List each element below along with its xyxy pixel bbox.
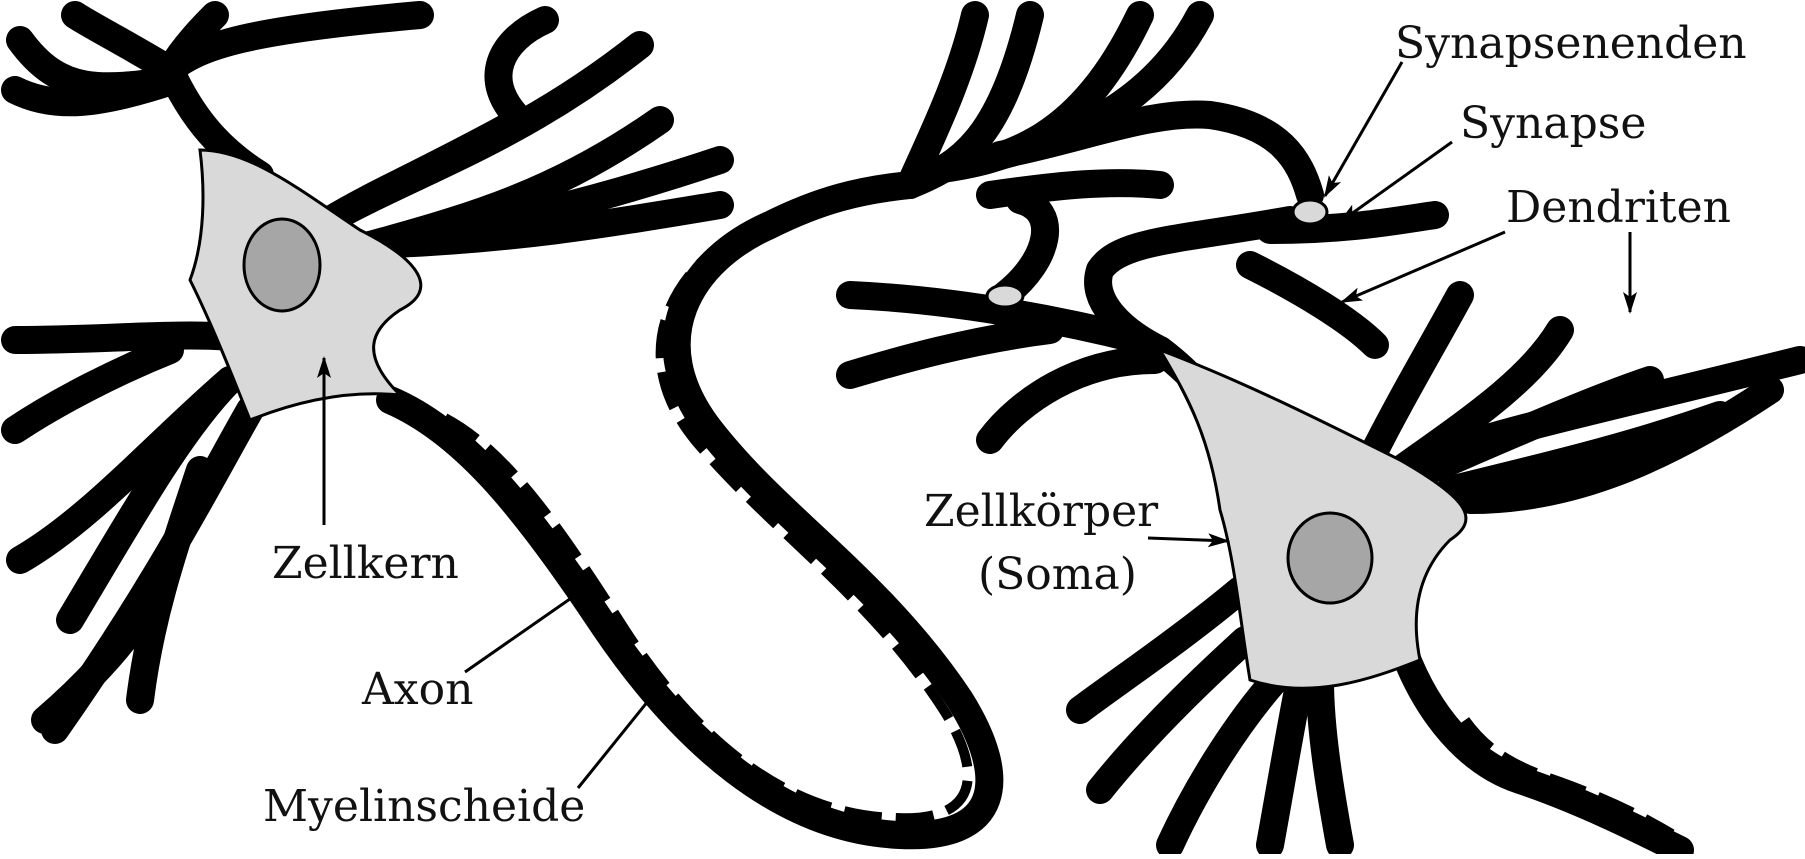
synapse-knob-upper bbox=[1293, 200, 1327, 224]
label-synapsenenden: Synapsenenden bbox=[1395, 18, 1747, 69]
label-zellkoerper: Zellkörper bbox=[924, 486, 1159, 537]
label-soma: (Soma) bbox=[978, 549, 1137, 600]
right-nucleus bbox=[1288, 513, 1372, 603]
right-neuron bbox=[850, 15, 1800, 850]
arrow-myelinscheide bbox=[578, 680, 665, 788]
arrow-dendriten-left bbox=[1342, 232, 1505, 302]
label-zellkern: Zellkern bbox=[272, 538, 459, 589]
left-neuron bbox=[15, 15, 989, 835]
arrow-zellkoerper bbox=[1148, 538, 1228, 541]
arrow-axon bbox=[465, 585, 590, 672]
left-nucleus bbox=[244, 219, 320, 311]
synapse-knob-lower bbox=[987, 285, 1023, 307]
label-dendriten: Dendriten bbox=[1506, 182, 1731, 233]
label-myelinscheide: Myelinscheide bbox=[263, 781, 585, 832]
label-synapse: Synapse bbox=[1460, 98, 1646, 149]
label-axon: Axon bbox=[361, 664, 473, 715]
arrow-synapsenenden bbox=[1325, 62, 1402, 196]
